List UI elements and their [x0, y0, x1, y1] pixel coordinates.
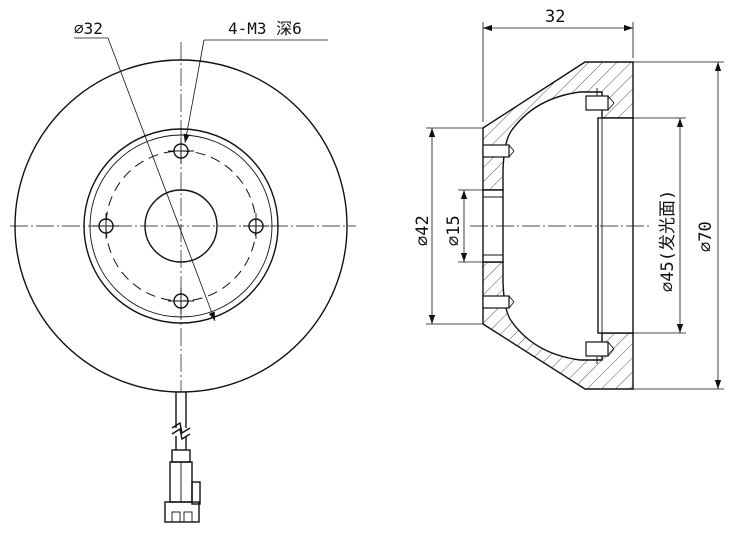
- dim-d70-label: ⌀70: [696, 221, 716, 252]
- dim-d45: ⌀45(发光面): [633, 117, 686, 334]
- cable-connector: [164, 392, 201, 523]
- dim-d42-label: ⌀42: [413, 215, 433, 246]
- dim-width-32: 32: [482, 7, 634, 122]
- emitting-window: [597, 117, 634, 334]
- thread-callout-label: 4-M3 深6: [228, 19, 302, 38]
- section-lower: [482, 261, 634, 390]
- dim-d15: ⌀15: [444, 189, 483, 263]
- dim-d42: ⌀42: [413, 127, 483, 325]
- dim-d45-label: ⌀45(发光面): [658, 190, 678, 292]
- led-components: [585, 88, 615, 364]
- dim-d70: ⌀70: [633, 61, 724, 390]
- section-upper: [482, 61, 634, 191]
- dim-width-label: 32: [545, 7, 565, 27]
- diameter-leader-line: [107, 37, 216, 322]
- side-view: 32 ⌀70 ⌀45(发光面) ⌀42 ⌀15: [413, 7, 724, 390]
- threaded-holes: [482, 144, 515, 309]
- dim-d15-label: ⌀15: [444, 215, 464, 246]
- front-view: ⌀32 4-M3 深6: [10, 19, 356, 523]
- diameter-callout-label: ⌀32: [74, 19, 103, 38]
- thread-leader-line: [183, 39, 205, 144]
